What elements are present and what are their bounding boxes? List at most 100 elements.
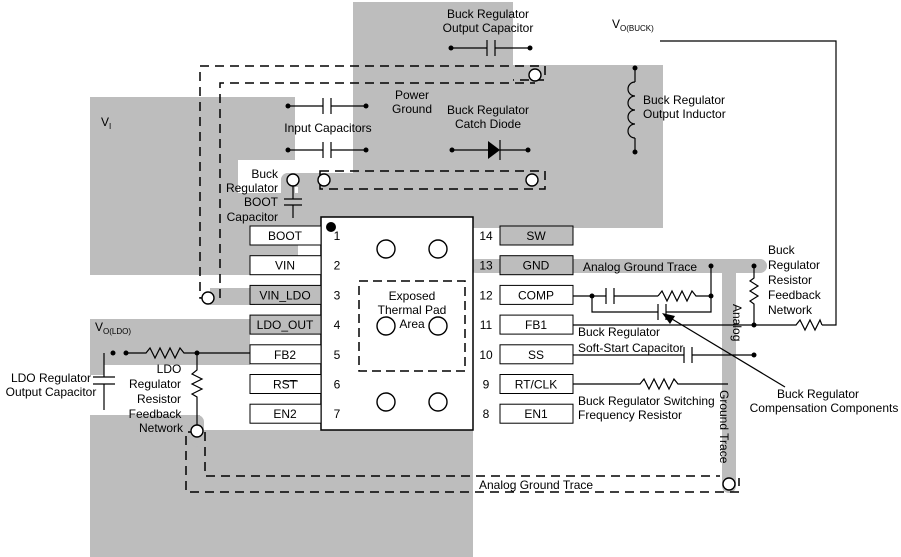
pin-number: 12 (479, 288, 493, 302)
vi-label: VI (101, 115, 111, 131)
power-ground-label: Power (395, 88, 429, 102)
pin-name: COMP (518, 288, 554, 302)
pin-box (499, 403, 574, 424)
inductor-label: Buck Regulator (643, 93, 725, 107)
ldo-cap-label: Output Capacitor (6, 385, 97, 399)
boot-cap-label: Capacitor (227, 210, 278, 224)
pin-number: 4 (334, 318, 341, 332)
via-vin-ldo (201, 291, 215, 305)
pin-left-3: VIN_LDO 3 (249, 284, 341, 305)
copper-areas (90, 2, 663, 557)
ldo-fb-label: Regulator (129, 377, 181, 391)
ground-trace-vertical-label: Ground Trace (717, 390, 731, 464)
pin-name: LDO_OUT (257, 318, 314, 332)
pin-number: 14 (479, 229, 493, 243)
ldo-cap-label: LDO Regulator (11, 371, 91, 385)
vi-copper-area (90, 97, 298, 275)
compensation-components (573, 266, 786, 388)
ldo-out-copper-area (90, 319, 250, 365)
thermal-pad-label: Area (399, 317, 425, 331)
boot-cap-label: BOOT (244, 195, 279, 209)
ldo-fb-label: Feedback (129, 407, 183, 421)
pin-name: EN2 (273, 407, 297, 421)
rt-resistor-label: Frequency Resistor (578, 408, 682, 422)
power-ground-label: Ground (392, 102, 432, 116)
via-analog-gnd (722, 477, 736, 491)
pin-number: 13 (479, 259, 493, 273)
text-labels: VI VO(BUCK) VO(LDO) Buck Regulator Outpu… (6, 7, 899, 492)
pin-number: 2 (334, 259, 341, 273)
buck-fb-network-label: Regulator (768, 258, 820, 272)
pin-name: EN1 (524, 407, 548, 421)
via-boot-left (286, 173, 300, 187)
pin-right-13: GND 13 (479, 255, 574, 276)
pin-right-12: COMP 12 (479, 284, 574, 305)
ldo-out-copper-tab (90, 365, 104, 375)
pin-name: FB2 (274, 348, 296, 362)
compensation-callout: Buck Regulator (777, 387, 859, 401)
boot-cap-label: Regulator (226, 181, 278, 195)
pin-right-14: SW 14 (479, 225, 574, 246)
analog-ground-trace-label: Analog Ground Trace (583, 260, 697, 274)
ic-body (320, 216, 474, 431)
sw-copper-area (513, 65, 663, 181)
pin-name: VIN_LDO (259, 288, 310, 302)
pin-number: 5 (334, 348, 341, 362)
ldo-fb-label: Resistor (137, 392, 181, 406)
pin-number: 3 (334, 288, 341, 302)
pin-name: GND (523, 259, 550, 273)
ldo-fb-label: LDO (157, 362, 182, 376)
thermal-via (376, 316, 396, 336)
catch-diode-label: Catch Diode (455, 117, 521, 131)
thermal-via (428, 316, 448, 336)
boot-cap-label: Buck (251, 167, 279, 181)
pin-box (249, 374, 322, 394)
pin-box (499, 255, 574, 276)
output-inductor (627, 65, 638, 155)
input-capacitors-label: Input Capacitors (284, 121, 371, 135)
pin-name: RST (273, 378, 298, 392)
vo-ldo-label: VO(LDO) (95, 320, 131, 336)
pin-name: SW (526, 229, 546, 243)
via-boot-right (525, 173, 539, 187)
boot-capacitor (284, 186, 302, 218)
vo-buck-feedback-wire (660, 40, 837, 326)
catch-diode (449, 140, 531, 160)
pin-name: FB1 (525, 318, 547, 332)
vin-ldo-copper-strip (210, 288, 255, 305)
pin-box (249, 344, 322, 365)
input-capacitor (285, 98, 369, 114)
via-vin-ldo-top (528, 68, 542, 82)
soft-start-label: Soft-Start Capacitor (578, 341, 683, 355)
thermal-via (376, 392, 396, 412)
buck-fb-network-label: Buck (768, 243, 796, 257)
thermal-pad-label: Exposed (389, 289, 436, 303)
pin-left-2: VIN 2 (249, 255, 341, 276)
buck-output-cap-label: Buck Regulator (447, 7, 529, 21)
pin-left-4: LDO_OUT 4 (249, 314, 341, 335)
thermal-via (428, 392, 448, 412)
pin-number: 7 (334, 407, 341, 421)
power-ground-copper-area (298, 2, 663, 228)
pin-number: 1 (334, 229, 341, 243)
pin-number: 6 (334, 378, 341, 392)
pin-box (499, 284, 574, 305)
pin1-marker (326, 222, 336, 232)
buck-fb-network-label: Network (768, 303, 813, 317)
pin-box (499, 225, 574, 246)
pin-box (249, 314, 322, 335)
vias (190, 68, 736, 491)
pin-box (249, 403, 322, 424)
vo-buck-label: VO(BUCK) (612, 17, 654, 33)
analog-ground-route-outer (185, 431, 740, 493)
pin-left-5: FB2 5 (249, 344, 341, 365)
pin-name: VIN (275, 259, 295, 273)
ldo-fb-label: Network (139, 421, 184, 435)
ic-package (320, 216, 474, 431)
rt-clk-resistor (573, 377, 728, 391)
input-capacitor (285, 142, 369, 158)
analog-ground-trace-bottom-label: Analog Ground Trace (479, 478, 593, 492)
